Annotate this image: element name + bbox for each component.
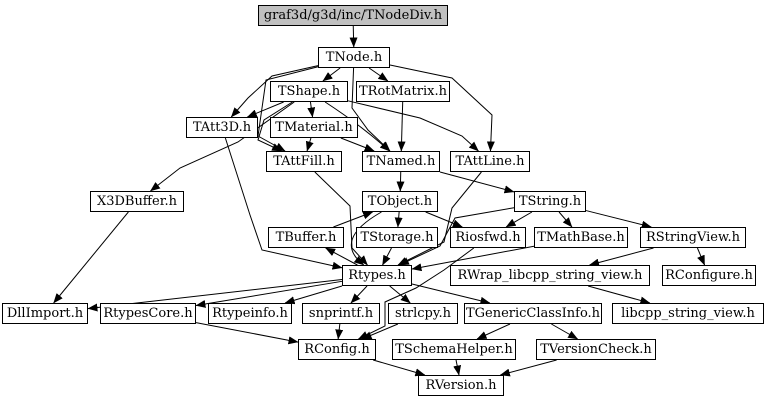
edge-TRotMatrix-TNamed	[397, 101, 406, 152]
edge-TVersionCheck-RVersion	[499, 359, 557, 377]
edge-TObject-Riosfwd	[425, 211, 463, 228]
graph-node-RConfigure[interactable]: RConfigure.h	[662, 265, 756, 286]
edge-RStringView-RConfigure	[696, 247, 706, 266]
graph-node-TShape[interactable]: TShape.h	[270, 81, 348, 102]
edge-TGenericClassInfo-TSchemaHelper	[476, 323, 511, 340]
graph-node-RConfig[interactable]: RConfig.h	[298, 339, 376, 360]
edge-TNodeDiv-TNode	[349, 25, 358, 48]
edge-TNode-TRotMatrix	[368, 67, 389, 82]
graph-node-X3DBuffer[interactable]: X3DBuffer.h	[90, 191, 184, 212]
edge-TShape-X3DBuffer	[150, 101, 295, 192]
edge-TShape-TAttFill	[257, 101, 293, 152]
edge-RWrap-libcpp_string_view	[587, 285, 651, 305]
graph-node-TAttFill[interactable]: TAttFill.h	[266, 151, 342, 172]
graph-node-TBuffer[interactable]: TBuffer.h	[268, 227, 344, 248]
edge-Rtypes-Rtypeinfo	[284, 285, 343, 305]
edge-Rtypes-strlcpy	[389, 285, 411, 304]
edge-TAttLine-Rtypes	[397, 171, 482, 266]
graph-node-TSchemaHelper[interactable]: TSchemaHelper.h	[392, 339, 516, 360]
graph-node-snprintf[interactable]: snprintf.h	[302, 303, 380, 324]
edge-TString-Rtypes	[398, 207, 515, 266]
edge-X3DBuffer-DllImport	[53, 211, 129, 304]
edge-RConfig-RVersion	[373, 359, 426, 377]
graph-node-RStringView[interactable]: RStringView.h	[640, 227, 746, 248]
graph-node-libcpp_string_view[interactable]: libcpp_string_view.h	[612, 303, 764, 324]
graph-node-strlcpy[interactable]: strlcpy.h	[388, 303, 458, 324]
graph-node-TVersionCheck[interactable]: TVersionCheck.h	[536, 339, 656, 360]
graph-node-RtypesCore[interactable]: RtypesCore.h	[100, 303, 196, 324]
edge-TAtt3D-Rtypes	[224, 137, 343, 270]
edge-Rtypes-snprintf	[350, 285, 368, 304]
edge-RtypesCore-RConfig	[195, 322, 299, 345]
edge-RStringView-RWrap	[589, 247, 654, 267]
graph-node-TObject[interactable]: TObject.h	[362, 191, 438, 212]
edge-TGenericClassInfo-TVersionCheck	[551, 323, 579, 340]
edge-TNamed-TString	[439, 171, 515, 194]
edge-TString-RStringView	[585, 210, 652, 229]
graph-node-TAttLine[interactable]: TAttLine.h	[450, 151, 530, 172]
graph-node-TAtt3D[interactable]: TAtt3D.h	[186, 117, 258, 138]
edge-TShape-TMaterial	[307, 101, 316, 118]
graph-node-TNamed[interactable]: TNamed.h	[362, 151, 440, 172]
edge-TObject-TStorage	[394, 211, 403, 228]
edge-TShape-TAtt3D	[246, 101, 284, 118]
edge-TMathBase-Rtypes	[411, 245, 535, 272]
edge-Rtypes-TGenericClassInfo	[411, 283, 491, 305]
edge-snprintf-RConfig	[335, 323, 344, 340]
edge-Riosfwd-RConfig	[357, 247, 475, 340]
graph-node-TNode[interactable]: TNode.h	[318, 47, 390, 68]
edge-Rtypes-TBuffer	[325, 247, 358, 266]
edge-TSchemaHelper-RVersion	[453, 359, 462, 376]
edge-TStorage-Rtypes	[382, 247, 392, 266]
edge-TNode-TAtt3D	[230, 65, 319, 118]
graph-node-Riosfwd[interactable]: Riosfwd.h	[450, 227, 526, 248]
graph-node-RVersion[interactable]: RVersion.h	[418, 375, 504, 396]
edge-TString-TMathBase	[558, 211, 573, 228]
edge-TNode-TNamed	[351, 67, 391, 152]
edge-Rtypes-RtypesCore	[195, 280, 343, 308]
graph-node-Rtypes[interactable]: Rtypes.h	[342, 265, 412, 286]
graph-node-TMaterial[interactable]: TMaterial.h	[270, 117, 358, 138]
graph-node-TString[interactable]: TString.h	[514, 191, 586, 212]
edge-TString-Riosfwd	[505, 211, 533, 228]
edge-TMaterial-TNamed	[340, 137, 375, 152]
graph-node-TNodeDiv: graf3d/g3d/inc/TNodeDiv.h	[258, 5, 448, 26]
edge-strlcpy-RConfig	[361, 323, 399, 340]
edge-TShape-TNamed	[324, 101, 390, 152]
edge-TAttFill-Rtypes	[314, 171, 368, 266]
edge-TShape-TAttLine	[347, 100, 479, 152]
graph-node-DllImport[interactable]: DllImport.h	[2, 303, 88, 324]
edge-TNode-TShape	[322, 67, 341, 82]
graph-node-Rtypeinfo[interactable]: Rtypeinfo.h	[208, 303, 292, 324]
edge-TMaterial-TAttFill	[305, 137, 314, 152]
graph-node-TStorage[interactable]: TStorage.h	[356, 227, 438, 248]
edge-TNode-TAttLine	[389, 64, 495, 152]
edge-TBuffer-TObject	[333, 211, 374, 228]
graph-node-RWrap[interactable]: RWrap_libcpp_string_view.h	[450, 265, 650, 286]
graph-node-TGenericClassInfo[interactable]: TGenericClassInfo.h	[464, 303, 602, 324]
graph-node-TRotMatrix[interactable]: TRotMatrix.h	[356, 81, 450, 102]
graph-node-TMathBase[interactable]: TMathBase.h	[534, 227, 628, 248]
